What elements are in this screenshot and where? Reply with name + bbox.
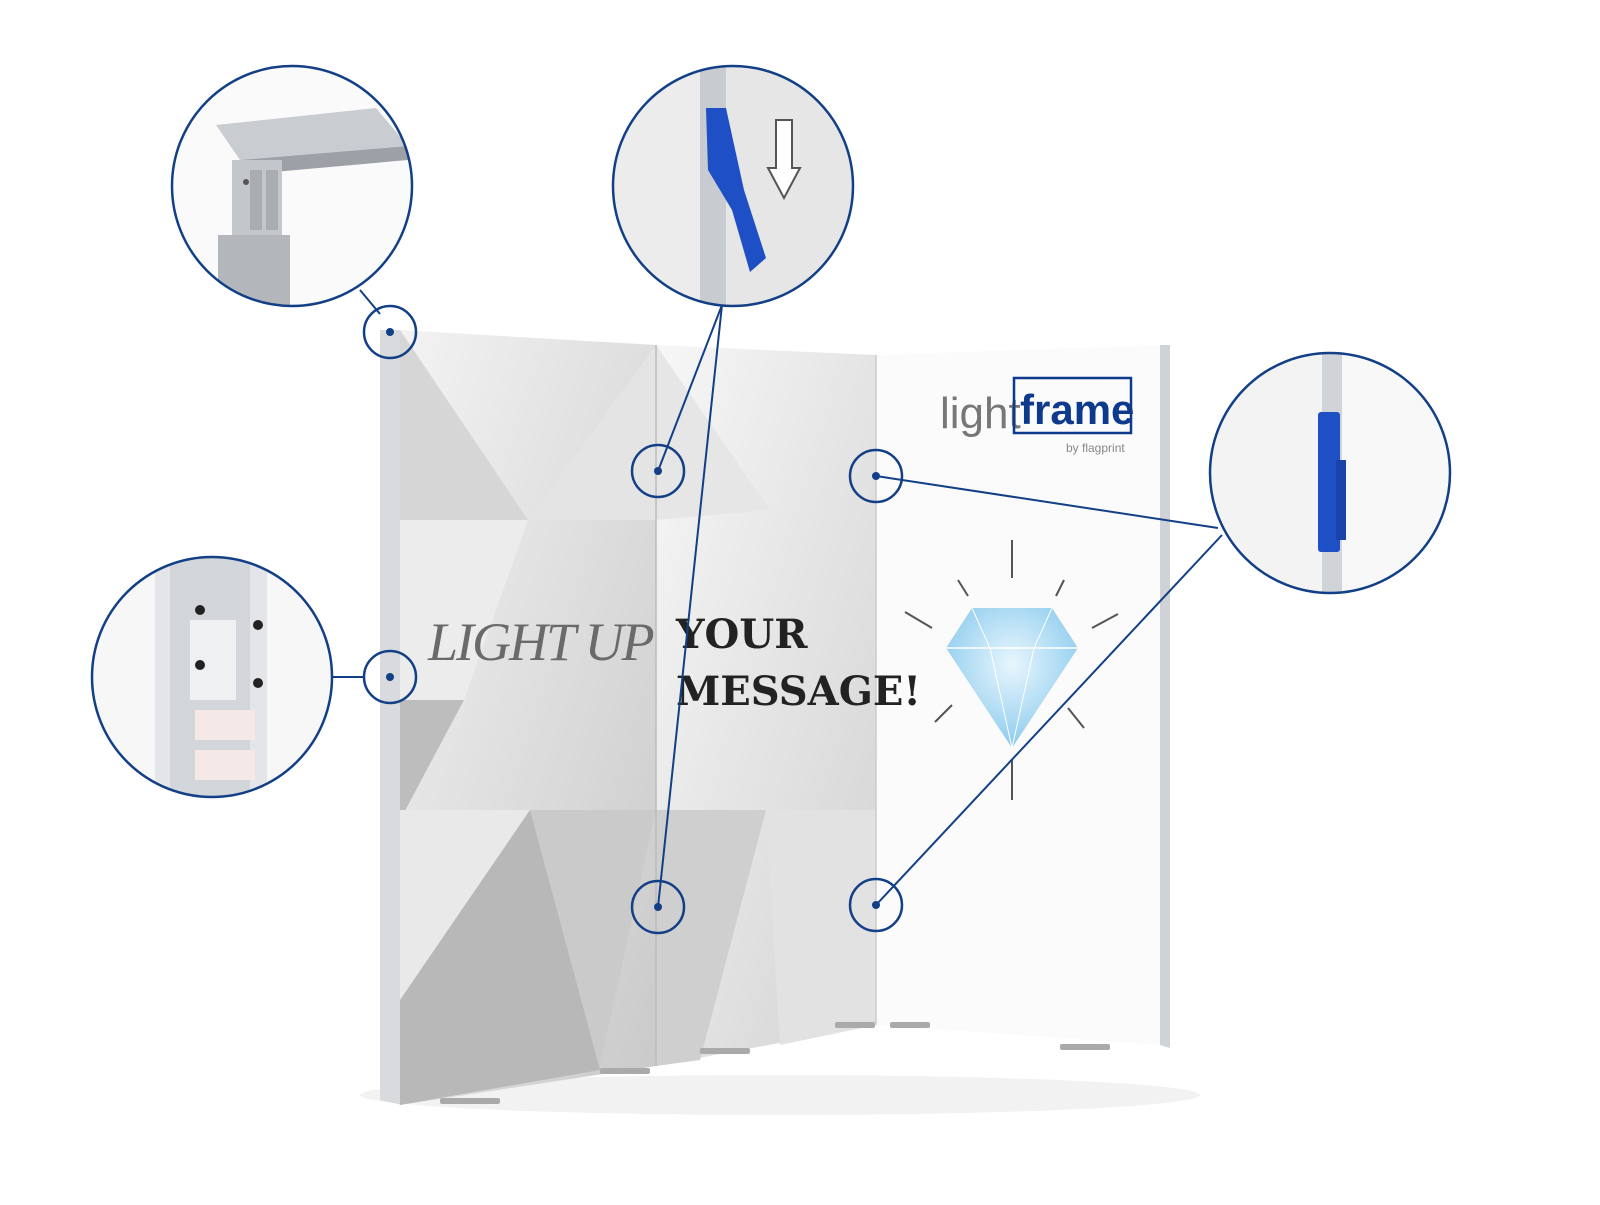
hotspot-connector-bottom <box>848 877 904 933</box>
logo-tagline: by flagprint <box>1066 441 1125 455</box>
logo-word-light: light <box>940 389 1021 438</box>
hotspots <box>362 304 904 935</box>
headline-message: MESSAGE! <box>676 668 921 715</box>
hotspot-clip-top <box>630 443 686 499</box>
diamond-icon <box>904 540 1119 800</box>
led-strip-detail-icon <box>90 555 334 799</box>
callout-leaders <box>330 289 1223 908</box>
hotspot-corner <box>362 304 418 360</box>
frame-corner-detail-icon <box>170 64 414 308</box>
clip-insert-arrow-detail-icon <box>611 64 855 308</box>
headline-your: YOUR <box>675 611 808 658</box>
panel-left <box>400 330 656 1105</box>
panel-middle <box>656 345 876 1066</box>
hotspot-connector-top <box>848 448 904 504</box>
floor-shadow <box>360 1075 1200 1115</box>
logo-word-frame: frame <box>1020 386 1134 433</box>
lightframe-logo: light frame by flagprint <box>940 376 1134 455</box>
frame-side <box>380 330 402 1105</box>
connector-clip-detail-icon <box>1208 351 1452 595</box>
frame-feet <box>440 1022 1110 1104</box>
hotspot-led <box>362 649 418 705</box>
headline-light-up: LIGHT UP <box>427 612 654 672</box>
hotspot-clip-bottom <box>630 879 686 935</box>
